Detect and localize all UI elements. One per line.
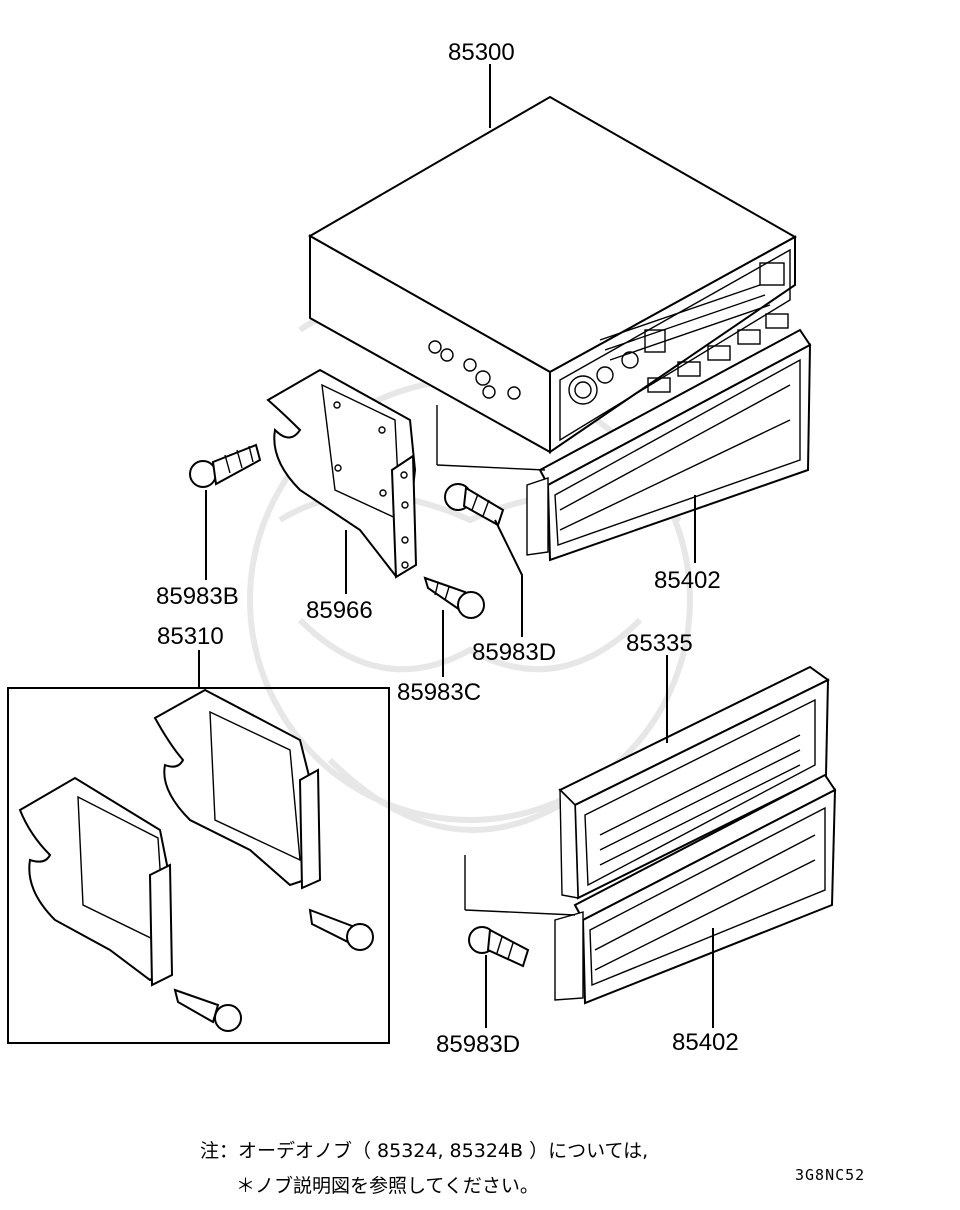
label-85300: 85300 [448, 39, 515, 66]
screw-85983d-lower-drawing [468, 926, 530, 968]
diagram-code: 3G8NC52 [795, 1166, 865, 1184]
label-85310: 85310 [157, 623, 224, 650]
label-85335: 85335 [626, 630, 693, 657]
note-line-2: ＊ノブ説明図を参照してください。 [236, 1174, 539, 1197]
pocket-lid-85335-drawing [558, 665, 830, 900]
label-85983c: 85983C [397, 679, 481, 706]
radio-unit-drawing [307, 95, 798, 454]
screw-85983b-drawing [189, 443, 262, 488]
bracket-85966-drawing [266, 368, 418, 579]
label-85966: 85966 [306, 597, 373, 624]
label-85983b: 85983B [156, 583, 239, 610]
label-85983d-lower: 85983D [436, 1031, 520, 1058]
pocket-85402-lower-drawing [464, 773, 837, 1005]
label-85402-lower: 85402 [672, 1029, 739, 1056]
label-85983d-upper: 85983D [472, 639, 556, 666]
screw-85983c-drawing [423, 576, 485, 619]
pocket-85402-upper-drawing [436, 328, 812, 562]
bracket-set-85310-box [7, 687, 390, 1044]
note-line-1: 注：オーデオノブ（ 85324, 85324B ）については, [200, 1139, 648, 1162]
leader-lines [198, 64, 714, 1028]
label-85402-upper: 85402 [654, 567, 721, 594]
